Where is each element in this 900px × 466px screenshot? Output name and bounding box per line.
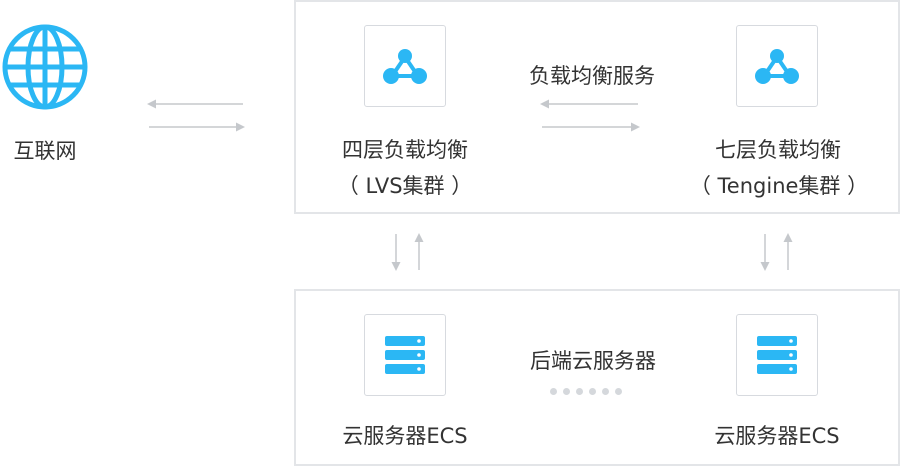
l7-title: 七层负载均衡 <box>715 138 841 162</box>
load-balancer-service-label: 负载均衡服务 <box>529 64 655 88</box>
ellipsis-dot <box>589 388 596 395</box>
internet-node: 互联网 <box>0 22 90 163</box>
right-server-label: 云服务器ECS <box>714 424 840 448</box>
load-balancer-icon <box>755 49 799 84</box>
l4-load-balancer-node <box>364 25 446 107</box>
l4-l7-arrows <box>540 99 640 132</box>
l7-load-balancer-node <box>736 25 818 107</box>
load-balancer-icon <box>383 49 427 84</box>
backend-label: 后端云服务器 <box>530 349 656 373</box>
ellipsis-dot <box>550 388 557 395</box>
l4-title: 四层负载均衡 <box>342 138 468 162</box>
ellipsis-dot <box>602 388 609 395</box>
internet-label: 互联网 <box>13 139 77 163</box>
l7-backend-arrows <box>760 233 793 271</box>
ellipsis-dot <box>563 388 570 395</box>
l7-subtitle: （ Tengine集群 ） <box>689 174 869 198</box>
ellipsis-dot <box>615 388 622 395</box>
l4-backend-arrows <box>391 233 424 271</box>
internet-lb-arrows <box>147 99 245 132</box>
right-server-node <box>736 314 818 396</box>
left-server-label: 云服务器ECS <box>342 424 468 448</box>
server-icon <box>757 336 797 374</box>
server-icon <box>385 336 425 374</box>
globe-icon <box>2 24 88 110</box>
more-servers-ellipsis <box>550 388 622 395</box>
left-server-node <box>364 314 446 396</box>
l4-subtitle: （ LVS集群 ） <box>337 174 473 198</box>
ellipsis-dot <box>576 388 583 395</box>
